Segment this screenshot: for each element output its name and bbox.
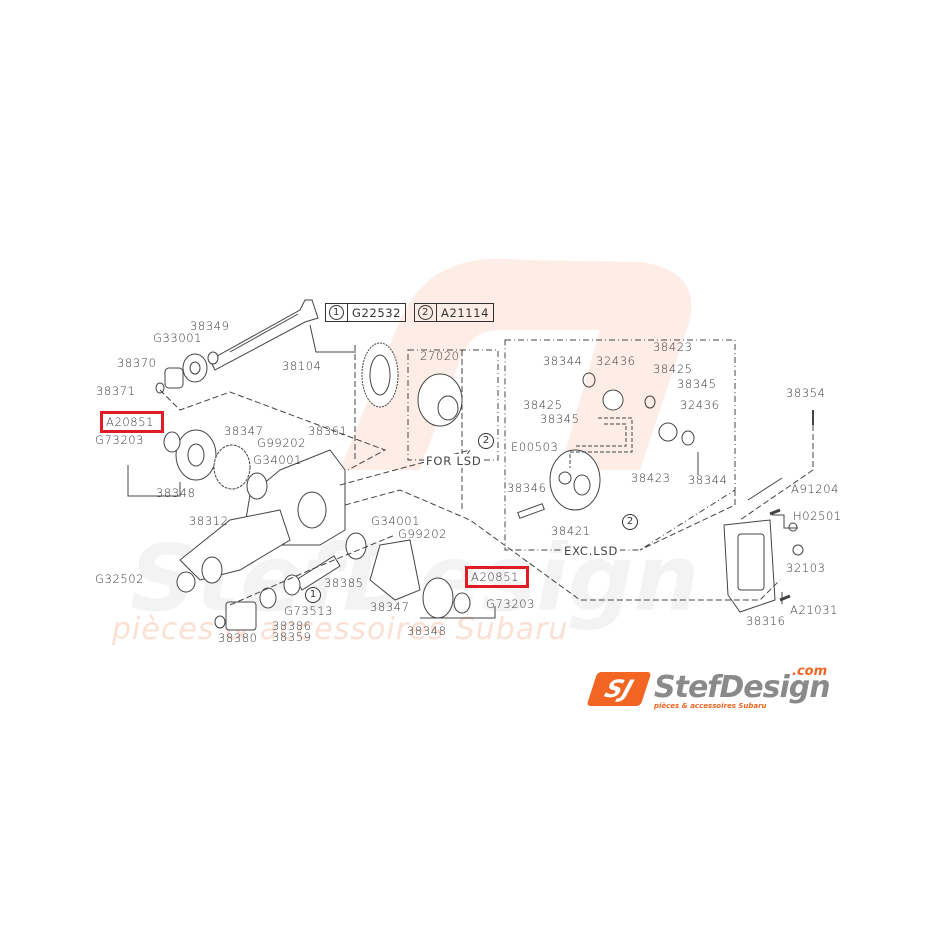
part-label[interactable]: 38348	[407, 624, 447, 638]
part-label[interactable]: 38423	[631, 471, 671, 485]
part-label[interactable]: 38312	[189, 514, 229, 528]
exc-lsd-label: EXC.LSD	[562, 544, 621, 558]
part-label[interactable]: 38316	[746, 614, 786, 628]
logo-tagline: pièces & accessoires Subaru	[654, 702, 767, 710]
callout-circle-1: 1	[329, 305, 344, 320]
logo-tld: .com	[792, 664, 828, 679]
part-label[interactable]: G33001	[153, 331, 203, 345]
part-label[interactable]: G34001	[371, 514, 421, 528]
part-label[interactable]: 38347	[370, 600, 410, 614]
part-label[interactable]: 38361	[308, 424, 348, 438]
part-label[interactable]: 38423	[653, 340, 693, 354]
part-label[interactable]: 38421	[551, 524, 591, 538]
highlight-box-right	[465, 566, 529, 588]
part-label-highlighted[interactable]: A20851	[471, 570, 520, 584]
part-label[interactable]: 38425	[653, 362, 693, 376]
part-label[interactable]: G34001	[253, 453, 303, 467]
part-label[interactable]: 32436	[680, 398, 720, 412]
stefdesign-logo[interactable]: SJ StefDesign .com pièces & accessoires …	[586, 664, 848, 714]
part-label[interactable]: 38370	[117, 356, 157, 370]
highlight-box-left	[100, 411, 164, 433]
legend-code-2: A21114	[441, 305, 490, 320]
part-label[interactable]: 38348	[156, 486, 196, 500]
part-label[interactable]: 38344	[688, 473, 728, 487]
callout-2-lsd: 2	[478, 433, 494, 449]
legend-item-1: 1 G22532	[325, 303, 407, 322]
logo-name: StefDesign	[654, 670, 831, 705]
part-label[interactable]: G73513	[284, 604, 334, 618]
part-label[interactable]: G32502	[95, 572, 145, 586]
part-label[interactable]: 38385	[324, 576, 364, 590]
part-label[interactable]: A91204	[791, 482, 840, 496]
part-label[interactable]: 32436	[596, 354, 636, 368]
part-label[interactable]: 38371	[96, 384, 136, 398]
legend-code-1: G22532	[352, 305, 402, 320]
part-label[interactable]: 38425	[523, 398, 563, 412]
part-label[interactable]: 38386	[272, 619, 312, 633]
part-label[interactable]: 38104	[282, 359, 322, 373]
part-label[interactable]: 38354	[786, 386, 826, 400]
part-label[interactable]: G99202	[398, 527, 448, 541]
callout-2-exc-lsd: 2	[622, 514, 638, 530]
part-label[interactable]: G73203	[95, 433, 145, 447]
part-label[interactable]: 38345	[677, 377, 717, 391]
part-label[interactable]: E00503	[511, 440, 559, 454]
part-label[interactable]: 38347	[224, 424, 264, 438]
part-label[interactable]: 38359	[272, 630, 312, 644]
legend-item-2: 2 A21114	[414, 303, 495, 322]
part-label[interactable]: 27020	[420, 349, 460, 363]
part-label[interactable]: G99202	[257, 436, 307, 450]
part-label[interactable]: A21031	[790, 603, 839, 617]
part-label[interactable]: 38349	[190, 319, 230, 333]
part-label[interactable]: 38346	[507, 481, 547, 495]
for-lsd-label: FOR LSD	[424, 454, 484, 468]
part-label[interactable]: 38345	[540, 412, 580, 426]
callout-1-bearing: 1	[305, 587, 321, 603]
part-label-highlighted[interactable]: A20851	[106, 415, 155, 429]
callout-circle-2: 2	[418, 305, 433, 320]
part-label[interactable]: 38380	[218, 631, 258, 645]
part-label[interactable]: G73203	[486, 597, 536, 611]
part-label[interactable]: 38344	[543, 354, 583, 368]
part-label[interactable]: H02501	[793, 509, 842, 523]
logo-mark-icon: SJ	[586, 672, 652, 706]
part-label[interactable]: 32103	[786, 561, 826, 575]
